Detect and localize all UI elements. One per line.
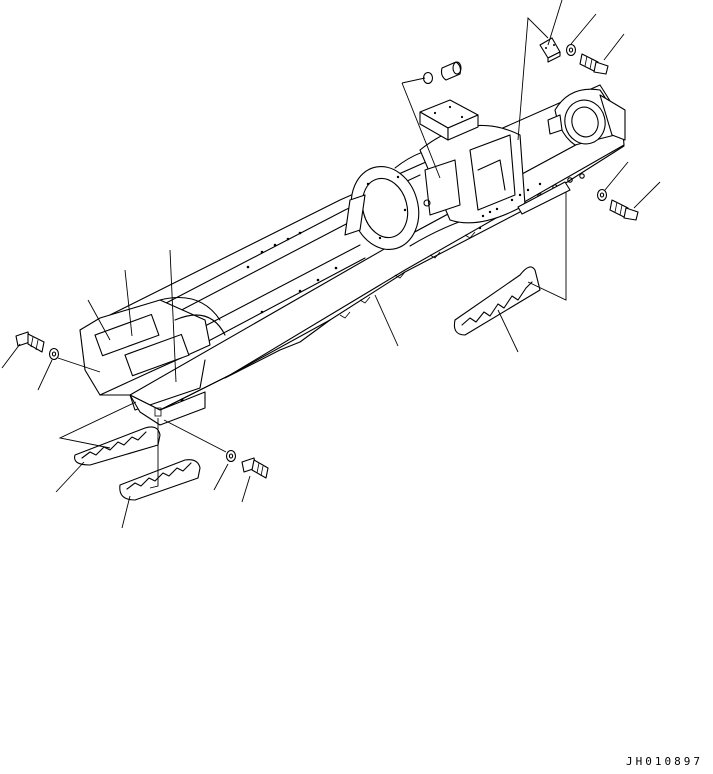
guard-rear-upper [74,426,161,466]
washer-top-right [565,43,577,57]
guard-rear-lower [119,459,201,501]
bolt-rear-lower [241,457,269,479]
bolt-right [609,199,639,221]
leader-lines [1,0,661,529]
bracket-plate [539,37,561,63]
washer-rear-lower [225,449,237,463]
drawing-reference-code: JH010897 [626,755,703,768]
track-frame [79,84,626,426]
guard-front [453,266,541,336]
plug-cap [422,61,462,85]
washer-right [596,188,608,202]
bolt-top-right [579,53,609,75]
washer-rear-left [48,347,60,361]
bolt-rear-left [15,331,45,353]
